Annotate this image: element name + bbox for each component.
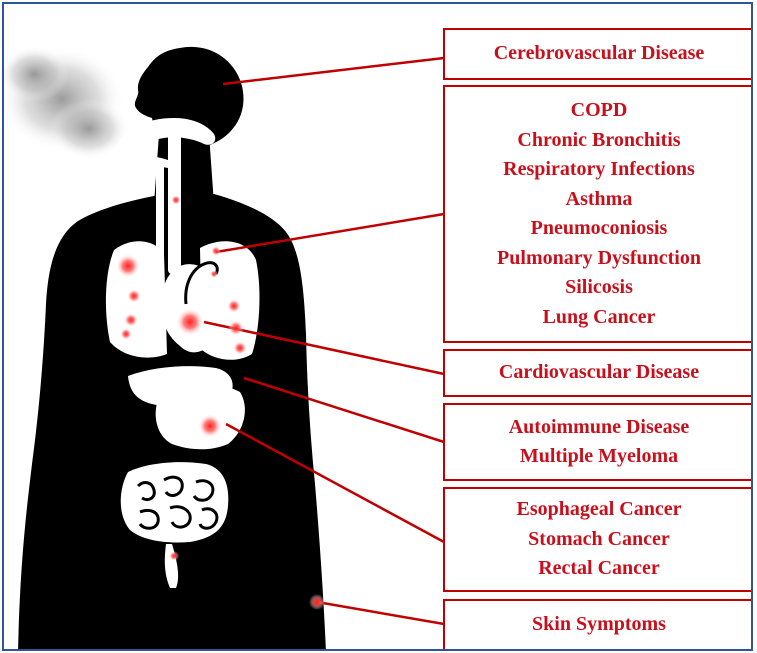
label-cardiovascular: Cardiovascular Disease <box>443 349 753 397</box>
hotspot-left-lung-low <box>120 328 132 340</box>
hotspot-left-lung-mid <box>124 313 138 327</box>
hotspot-right-lung-c <box>233 341 247 355</box>
respiratory-label-line: Asthma <box>566 185 633 215</box>
respiratory-label-line: Respiratory Infections <box>503 155 695 185</box>
hotspot-right-lung-a <box>227 299 241 313</box>
hotspot-right-lung-upper <box>211 246 221 256</box>
hotspot-right-lung-b <box>228 320 244 336</box>
hotspot-left-lung-small <box>127 289 141 303</box>
cardiovascular-label-line: Cardiovascular Disease <box>499 358 699 388</box>
hotspot-heart <box>176 308 204 336</box>
label-cerebrovascular: Cerebrovascular Disease <box>443 28 753 80</box>
digestive-label-line: Esophageal Cancer <box>517 495 682 525</box>
digestive-label-line: Rectal Cancer <box>538 554 660 584</box>
hotspot-stomach <box>198 414 222 438</box>
stomach <box>156 383 245 450</box>
skin-label-line: Skin Symptoms <box>532 610 666 640</box>
respiratory-label-line: Pneumoconiosis <box>531 214 668 244</box>
respiratory-label-line: Lung Cancer <box>543 303 656 333</box>
immune-label-line: Multiple Myeloma <box>520 442 678 472</box>
respiratory-label-line: Chronic Bronchitis <box>517 126 680 156</box>
hotspot-heart-top <box>210 270 218 278</box>
label-skin: Skin Symptoms <box>443 599 753 651</box>
hotspot-left-lung-large <box>116 254 140 278</box>
digestive-label-line: Stomach Cancer <box>528 525 670 555</box>
hotspot-skin <box>309 594 325 610</box>
connector-cerebrovascular <box>223 58 444 84</box>
cerebrovascular-label-line: Cerebrovascular Disease <box>494 39 705 69</box>
hotspot-rectum <box>169 551 179 561</box>
hotspot-trachea <box>171 195 181 205</box>
smoke-haze <box>4 46 129 159</box>
respiratory-label-line: Silicosis <box>565 273 633 303</box>
connector-skin <box>317 602 444 624</box>
immune-label-line: Autoimmune Disease <box>509 413 690 443</box>
small-intestine <box>121 462 229 542</box>
respiratory-label-line: COPD <box>571 96 628 126</box>
respiratory-label-line: Pulmonary Dysfunction <box>497 244 701 274</box>
